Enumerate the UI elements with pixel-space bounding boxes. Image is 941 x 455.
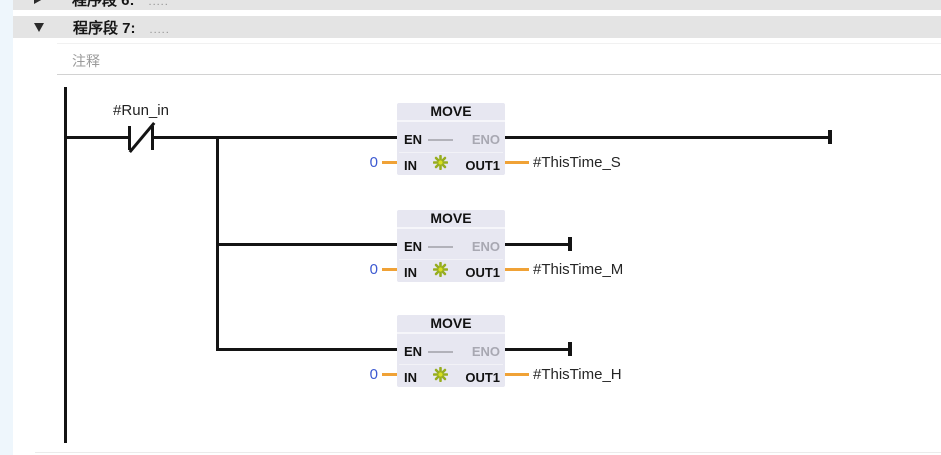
in-constant-value[interactable]: 0 bbox=[369, 366, 378, 383]
network-title-dots[interactable]: ..... bbox=[149, 24, 170, 36]
out1-pin-label: OUT1 bbox=[465, 370, 500, 385]
in-pin-label: IN bbox=[404, 158, 417, 173]
en-eno-dash bbox=[428, 351, 453, 353]
block-title: MOVE bbox=[397, 315, 505, 334]
block-row-divider bbox=[399, 259, 503, 260]
en-pin-label: EN bbox=[404, 344, 423, 359]
in-pin-label: IN bbox=[404, 370, 417, 385]
insert-output-star-icon[interactable] bbox=[433, 155, 448, 170]
out-param-wire bbox=[505, 373, 529, 376]
en-eno-dash bbox=[428, 139, 453, 141]
block-title: MOVE bbox=[397, 103, 505, 122]
rung-wire bbox=[64, 136, 130, 139]
network-header-7[interactable]: 程序段 7: ..... bbox=[13, 16, 941, 38]
in-param-wire bbox=[382, 161, 397, 164]
out1-pin-label: OUT1 bbox=[465, 158, 500, 173]
network-title: 程序段 6: bbox=[72, 0, 135, 9]
network-comment-field[interactable]: 注释 bbox=[57, 43, 941, 75]
out-param-wire bbox=[505, 161, 529, 164]
in-pin-label: IN bbox=[404, 265, 417, 280]
insert-output-star-icon[interactable] bbox=[433, 262, 448, 277]
power-rail bbox=[64, 87, 67, 443]
out-operand-label[interactable]: #ThisTime_M bbox=[533, 261, 624, 278]
branch-rung-wire bbox=[216, 348, 397, 351]
en-pin-label: EN bbox=[404, 239, 423, 254]
comment-placeholder: 注释 bbox=[72, 53, 100, 69]
block-row-divider bbox=[399, 364, 503, 365]
rung-wire bbox=[153, 136, 397, 139]
network-title: 程序段 7: bbox=[73, 19, 136, 37]
network-header-6[interactable]: 程序段 6: ..... bbox=[13, 0, 941, 10]
rung-end-tick bbox=[828, 130, 832, 144]
out-param-wire bbox=[505, 268, 529, 271]
collapse-triangle-icon[interactable] bbox=[34, 0, 43, 4]
eno-wire bbox=[505, 348, 570, 351]
in-constant-value[interactable]: 0 bbox=[369, 154, 378, 171]
move-block-1[interactable]: MOVE EN ENO IN OUT1 bbox=[397, 103, 505, 175]
out-operand-label[interactable]: #ThisTime_H bbox=[533, 366, 622, 383]
contact-bar-left bbox=[128, 126, 131, 150]
block-row-divider bbox=[399, 152, 503, 153]
expand-triangle-icon[interactable] bbox=[34, 22, 44, 32]
in-param-wire bbox=[382, 373, 397, 376]
contact-operand-label[interactable]: #Run_in bbox=[113, 102, 169, 119]
move-block-2[interactable]: MOVE EN ENO IN OUT1 bbox=[397, 210, 505, 282]
out-operand-label[interactable]: #ThisTime_S bbox=[533, 154, 621, 171]
block-title: MOVE bbox=[397, 210, 505, 229]
eno-wire bbox=[505, 243, 570, 246]
en-eno-dash bbox=[428, 246, 453, 248]
bottom-divider bbox=[35, 452, 941, 453]
eno-pin-label: ENO bbox=[471, 239, 500, 254]
in-constant-value[interactable]: 0 bbox=[369, 261, 378, 278]
eno-pin-label: ENO bbox=[471, 132, 500, 147]
rung-end-tick bbox=[568, 342, 572, 356]
out1-pin-label: OUT1 bbox=[465, 265, 500, 280]
editor-gutter-strip bbox=[0, 0, 13, 455]
insert-output-star-icon[interactable] bbox=[433, 367, 448, 382]
eno-wire bbox=[505, 136, 830, 139]
contact-bar-right bbox=[151, 126, 154, 150]
in-param-wire bbox=[382, 268, 397, 271]
move-block-3[interactable]: MOVE EN ENO IN OUT1 bbox=[397, 315, 505, 387]
network-title-dots[interactable]: ..... bbox=[148, 0, 169, 8]
eno-pin-label: ENO bbox=[471, 344, 500, 359]
rung-end-tick bbox=[568, 237, 572, 251]
en-pin-label: EN bbox=[404, 132, 423, 147]
branch-rung-wire bbox=[216, 243, 397, 246]
